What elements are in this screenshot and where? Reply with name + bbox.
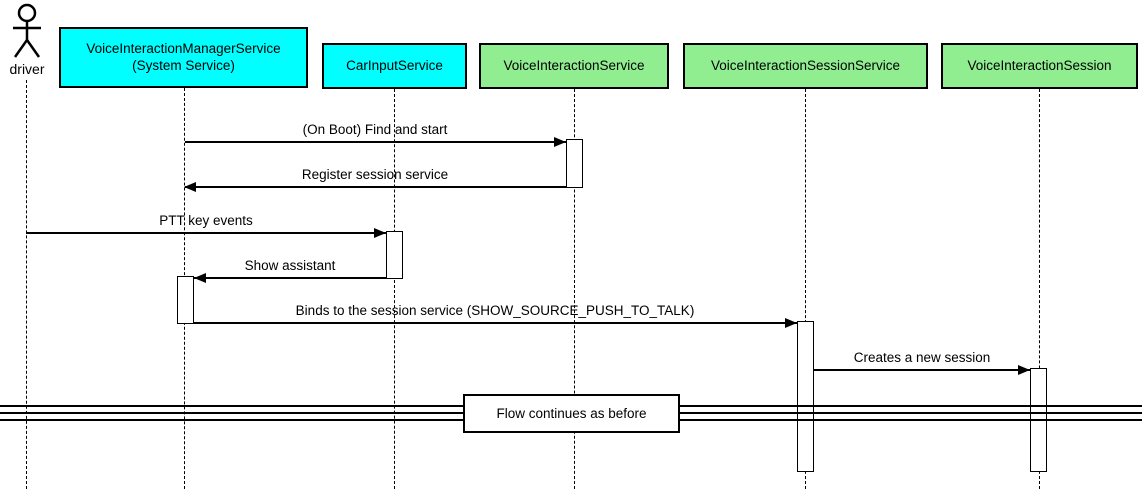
arrowhead-left-icon (194, 273, 206, 283)
message-line (185, 186, 566, 188)
message-label: PTT key events (159, 213, 253, 228)
participant-voiceinteractionmanagerservice: VoiceInteractionManagerService (System S… (59, 27, 308, 88)
lifeline-voiceinteractionsessionservice (805, 89, 806, 489)
lifeline-voiceinteractionservice (574, 89, 575, 489)
lifeline-voiceinteractionsession (1039, 89, 1040, 489)
message-label: Register session service (301, 167, 449, 182)
participant-voiceinteractionsessionservice: VoiceInteractionSessionService (683, 43, 928, 89)
participant-voiceinteractionsession: VoiceInteractionSession (941, 43, 1138, 89)
divider-label-box: Flow continues as before (463, 394, 680, 433)
participant-voiceinteractionservice: VoiceInteractionService (479, 43, 669, 89)
message-line (193, 322, 797, 324)
activation-voiceinteractionsessionservice (797, 321, 814, 472)
message-label: Show assistant (244, 258, 336, 273)
message-label: Creates a new session (853, 350, 991, 365)
participant-carinputservice: CarInputService (322, 43, 467, 89)
activation-carinputservice (386, 231, 403, 279)
message-line (26, 232, 386, 234)
message-label: (On Boot) Find and start (302, 122, 448, 137)
message-line (813, 369, 1030, 371)
arrowhead-right-icon (374, 228, 386, 238)
actor-label: driver (9, 61, 45, 77)
arrowhead-right-icon (785, 318, 797, 328)
arrowhead-right-icon (554, 137, 566, 147)
message-label: Binds to the session service (SHOW_SOURC… (295, 303, 695, 318)
stick-figure-icon (13, 3, 41, 58)
arrowhead-left-icon (184, 182, 196, 192)
lifeline-driver (26, 80, 27, 489)
arrowhead-right-icon (1018, 365, 1030, 375)
message-line (194, 277, 386, 279)
activation-voiceinteractionmanagerservice (177, 276, 194, 324)
lifeline-carinputservice (394, 89, 395, 489)
activation-voiceinteractionservice (566, 139, 583, 188)
message-line (185, 141, 566, 143)
